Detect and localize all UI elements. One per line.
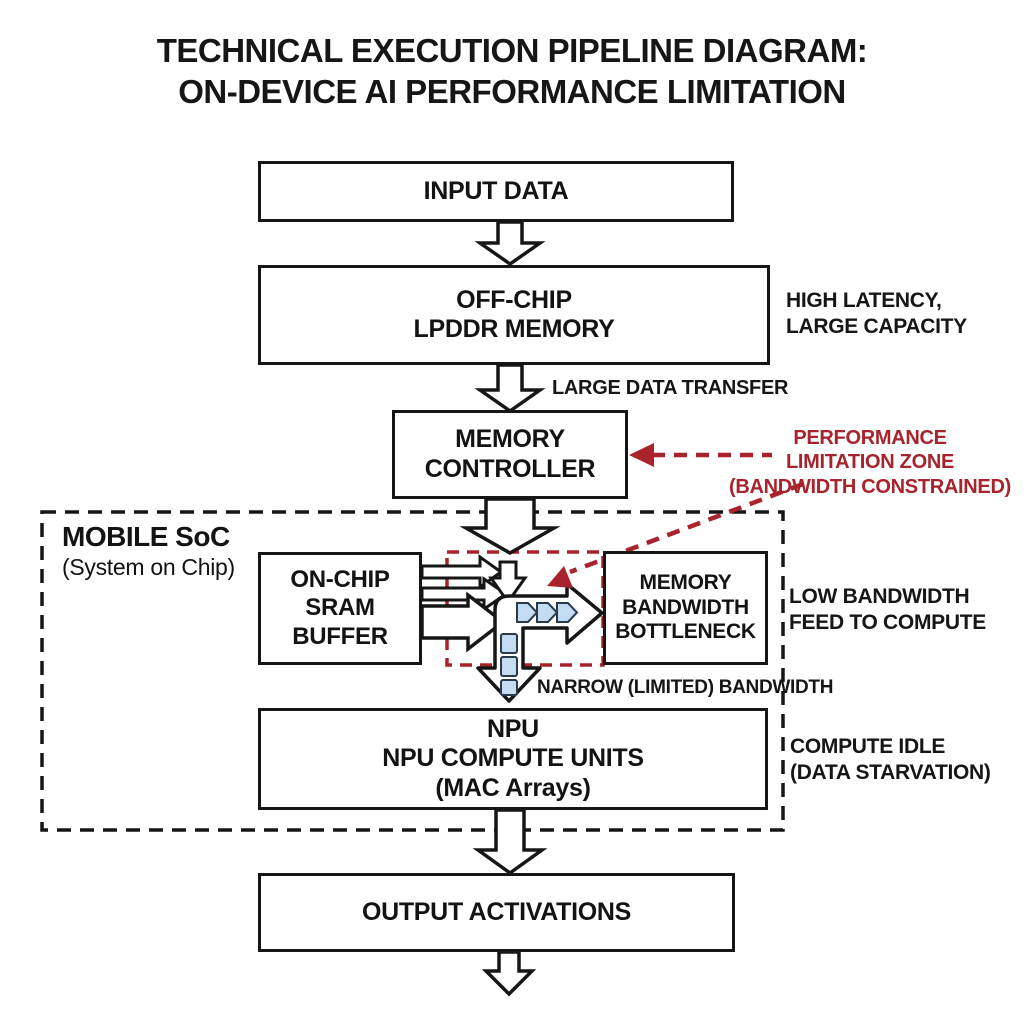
mobile-soc-title: MOBILE SoC <box>62 521 230 552</box>
arrow-npu-to-output <box>472 808 548 876</box>
node-npu-line2: NPU COMPUTE UNITS <box>382 744 644 773</box>
node-output-activations: OUTPUT ACTIVATIONS <box>258 873 735 952</box>
arrow-input-to-offchip <box>474 220 546 267</box>
page-title-line2: ON-DEVICE AI PERFORMANCE LIMITATION <box>178 73 846 110</box>
annotation-low-bandwidth-line2: FEED TO COMPUTE <box>789 611 986 635</box>
arrow-offchip-to-memctrl <box>474 363 546 414</box>
arrow-sram-feed-3 <box>420 591 506 653</box>
annotation-performance-zone: PERFORMANCE LIMITATION ZONE (BANDWIDTH C… <box>705 426 1024 499</box>
annotation-narrow-bandwidth: NARROW (LIMITED) BANDWIDTH <box>537 677 834 698</box>
annotation-performance-zone-line1: PERFORMANCE <box>793 427 947 449</box>
annotation-large-data-transfer: LARGE DATA TRANSFER <box>552 377 789 399</box>
node-memory-controller: MEMORY CONTROLLER <box>392 410 628 499</box>
red-annotation-arrow-memctrl <box>629 443 772 467</box>
annotation-high-latency-line2: LARGE CAPACITY <box>786 315 967 339</box>
annotation-low-bandwidth: LOW BANDWIDTH FEED TO COMPUTE <box>789 584 986 637</box>
node-memctrl-line2: CONTROLLER <box>424 454 596 483</box>
node-sram-line1: ON-CHIP <box>290 566 390 594</box>
node-sram-line3: BUFFER <box>292 622 388 650</box>
node-input-data-label: INPUT DATA <box>423 176 569 205</box>
node-memctrl-line1: MEMORY <box>455 425 565 453</box>
mobile-soc-subtitle: (System on Chip) <box>62 553 235 580</box>
page-title-line1: TECHNICAL EXECUTION PIPELINE DIAGRAM: <box>156 32 868 69</box>
mobile-soc-dashed-border <box>40 510 785 832</box>
annotation-performance-zone-line3: (BANDWIDTH CONSTRAINED) <box>729 475 1011 498</box>
node-bottleneck-line1: MEMORY <box>639 570 732 594</box>
node-sram-line2: SRAM <box>305 594 375 622</box>
annotation-compute-idle: COMPUTE IDLE (DATA STARVATION) <box>790 734 991 787</box>
data-packet-chevrons <box>516 602 579 623</box>
annotation-high-latency: HIGH LATENCY, LARGE CAPACITY <box>786 288 967 341</box>
node-bottleneck-line3: BOTTLENECK <box>615 620 756 644</box>
node-input-data: INPUT DATA <box>258 161 734 222</box>
annotation-low-bandwidth-line1: LOW BANDWIDTH <box>789 585 970 608</box>
node-bottleneck-line2: BANDWIDTH <box>622 595 749 619</box>
arrow-memctrl-to-soc <box>459 497 561 556</box>
mobile-soc-label: MOBILE SoC (System on Chip) <box>62 520 235 581</box>
node-npu-compute-units: NPU NPU COMPUTE UNITS (MAC Arrays) <box>258 708 768 810</box>
arrow-output-final <box>481 950 537 997</box>
annotation-performance-zone-line2: LIMITATION ZONE <box>785 451 955 474</box>
node-npu-line1: NPU <box>487 714 539 743</box>
annotation-compute-idle-line1: COMPUTE IDLE <box>790 735 946 758</box>
node-npu-line3: (MAC Arrays) <box>435 773 591 802</box>
node-offchip-line2: LPDDR MEMORY <box>413 315 615 343</box>
node-onchip-sram-buffer: ON-CHIP SRAM BUFFER <box>258 552 422 665</box>
node-memory-bandwidth-bottleneck: MEMORY BANDWIDTH BOTTLENECK <box>603 551 768 665</box>
node-output-label: OUTPUT ACTIVATIONS <box>361 897 632 926</box>
node-offchip-lpddr-memory: OFF-CHIP LPDDR MEMORY <box>258 265 770 365</box>
annotation-compute-idle-line2: (DATA STARVATION) <box>790 761 991 785</box>
node-offchip-line1: OFF-CHIP <box>456 285 572 314</box>
annotation-high-latency-line1: HIGH LATENCY, <box>786 289 942 312</box>
page-title: TECHNICAL EXECUTION PIPELINE DIAGRAM: ON… <box>0 30 1024 112</box>
data-packet-blocks <box>500 633 518 696</box>
arrow-junction-down-small <box>488 560 528 605</box>
